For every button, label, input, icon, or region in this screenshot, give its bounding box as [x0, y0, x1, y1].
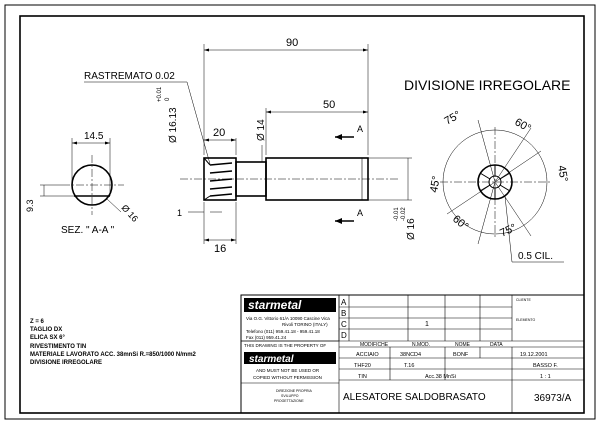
- dim-dia-body: Ø 16: [406, 218, 417, 240]
- cell-thf20: THF20: [354, 363, 371, 369]
- company-logo-text: starmetal: [248, 298, 302, 312]
- dim-tol-upper: +0.01: [157, 86, 163, 102]
- hdr-modifiche: MODIFICHE: [360, 342, 389, 348]
- dim-section-dia: Ø 16: [120, 203, 140, 224]
- rev-c-value: 1: [425, 321, 429, 328]
- shank-body: [265, 157, 369, 201]
- rev-letter-b: B: [341, 309, 346, 318]
- section-arrow-a-top: A: [357, 124, 363, 134]
- note-material: MATERIALE LAVORATO ACC. 38mnSi R.=850/10…: [30, 351, 196, 358]
- dim-section-depth: 9.3: [25, 199, 35, 212]
- note-cut: TAGLIO DX: [30, 327, 63, 334]
- property-notice-1: THIS DRAWING IS THE PROPERTY OF: [244, 343, 326, 348]
- dim-tol-body-upper: -0.01: [394, 207, 400, 221]
- rev-letter-c: C: [341, 320, 347, 329]
- title-block: starmetal Via O.G. Vittorio 61/A 10090 C…: [240, 294, 585, 414]
- cell-tin: TIN: [358, 374, 367, 380]
- direzione-2: SVILUPPO: [281, 394, 299, 398]
- end-view: DIVISIONE IRREGOLARE 75° 60° 45° 45° 60°…: [404, 77, 570, 263]
- cell-bonf: BONF: [453, 352, 469, 358]
- note-coating: RIVESTIMENTO TIN: [30, 343, 87, 350]
- company-logo-small: [244, 352, 336, 364]
- company-logo: [244, 298, 336, 312]
- angle-45-right: 45°: [555, 164, 570, 182]
- dim-cutting-length: 20: [213, 127, 225, 139]
- dim-land: 0.5 CIL.: [518, 251, 553, 262]
- direzione-1: DIREZIONE PROPRIA: [276, 389, 312, 393]
- dim-overall-length: 90: [286, 37, 298, 49]
- cell-basso: BASSO F.: [533, 363, 558, 369]
- side-view-dimensions: 90 50 20 RASTREMATO 0.02 Ø 16.13 +0.01 0…: [84, 37, 417, 255]
- dim-dia-shank: Ø 14: [256, 119, 267, 141]
- dim-shank-length: 16: [214, 243, 226, 255]
- end-view-title: DIVISIONE IRREGOLARE: [404, 77, 570, 93]
- direzione-3: PROGETTAZIONE: [274, 399, 304, 403]
- property-notice-2: AND MUST NOT BE USED OR: [256, 368, 320, 373]
- dim-tol-lower: 0: [165, 97, 171, 101]
- section-view-a-a: 14.5 9.3 Ø 16 SEZ. " A-A ": [25, 131, 140, 236]
- cell-38ncd4: 38NCD4: [400, 352, 421, 358]
- note-helix: ELICA SX 6°: [30, 335, 65, 342]
- property-notice-3: COPIED WITHOUT PERMISSION: [253, 375, 322, 380]
- angle-60-bottom: 60°: [450, 213, 470, 233]
- outer-border: [4, 4, 596, 420]
- company-fax: Fax (011) 959.41.24: [246, 335, 287, 340]
- cell-scale: 1 : 1: [540, 374, 551, 380]
- company-logo-small-text: starmetal: [249, 354, 294, 365]
- angle-60-top: 60°: [513, 116, 533, 135]
- note-division: DIVISIONE IRREGOLARE: [30, 360, 103, 367]
- section-label: SEZ. " A-A ": [61, 225, 115, 236]
- cell-acc38: Acc.38 MnSi: [425, 374, 456, 380]
- dim-dia-cutting: Ø 16.13: [168, 107, 179, 143]
- rev-letter-a: A: [341, 298, 347, 307]
- cliente-label: CLIENTE: [516, 298, 531, 302]
- angle-45-left: 45°: [428, 175, 443, 193]
- drawing-title: ALESATORE SALDOBRASATO: [343, 392, 486, 403]
- company-address-2: Rivoli TORINO (ITALY): [282, 322, 328, 327]
- hdr-data: DATA: [490, 342, 503, 348]
- hdr-nome: NOME: [455, 342, 471, 348]
- hdr-nmod: N.MOD.: [412, 342, 430, 348]
- company-telefono: Telefono (011) 959.41.18 - 959.41.18: [246, 329, 320, 334]
- note-teeth: Z = 6: [30, 319, 44, 325]
- cell-acciaio: ACCIAIO: [356, 352, 379, 358]
- cell-t16: T.16: [404, 363, 414, 369]
- dim-tol-body-lower: -0.02: [401, 207, 407, 221]
- angle-75-top: 75°: [443, 109, 463, 128]
- dim-small-1: 1: [177, 208, 182, 218]
- manufacturing-notes: Z = 6 TAGLIO DX ELICA SX 6° RIVESTIMENTO…: [30, 318, 235, 367]
- dim-taper-note: RASTREMATO 0.02: [84, 71, 175, 82]
- dim-section-width: 14.5: [84, 131, 104, 142]
- section-arrow-a-bottom: A: [357, 208, 363, 218]
- elemento-label: ELEMENTO: [516, 318, 535, 322]
- company-address-1: Via O.G. Vittorio 61/A 10090 Cascine Vic…: [246, 316, 330, 321]
- cell-date: 19.12.2001: [520, 352, 548, 358]
- dim-body-length: 50: [323, 99, 335, 111]
- rev-letter-d: D: [341, 331, 347, 340]
- reamer-side-view: [180, 157, 400, 201]
- drawing-number: 36973/A: [534, 393, 572, 404]
